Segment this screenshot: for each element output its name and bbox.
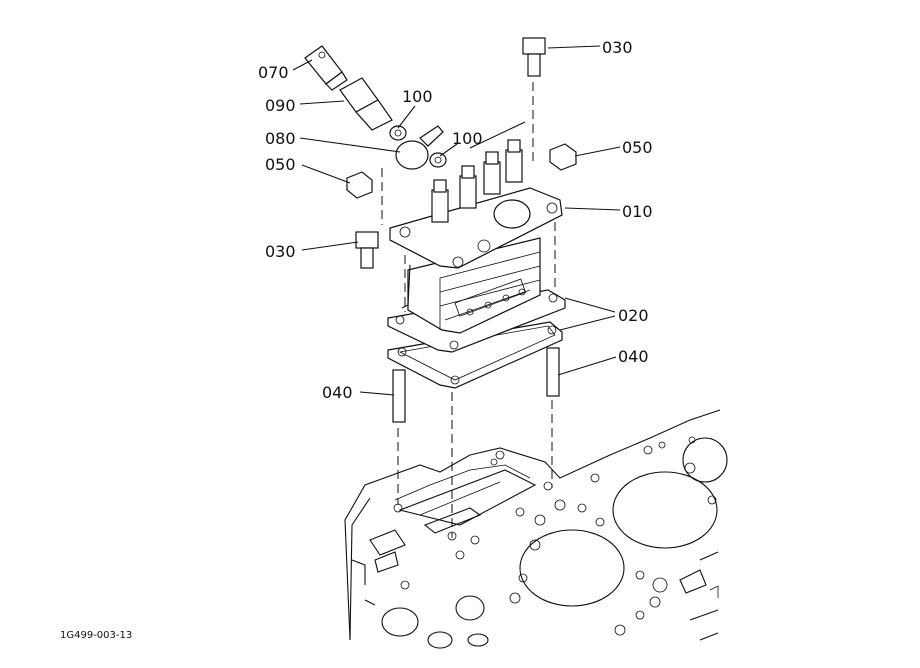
part-030-left bbox=[355, 231, 379, 269]
label-010: 010 bbox=[622, 202, 653, 221]
label-100-b: 100 bbox=[452, 129, 483, 148]
part-labels: 070 090 100 080 100 050 030 050 010 030 … bbox=[258, 38, 653, 402]
label-100-a: 100 bbox=[402, 87, 433, 106]
part-040-right bbox=[546, 347, 560, 397]
part-050-left bbox=[346, 171, 373, 199]
part-030-top bbox=[522, 37, 546, 77]
engine-block bbox=[344, 409, 728, 649]
part-100a bbox=[389, 125, 407, 141]
label-090: 090 bbox=[265, 96, 296, 115]
gasket-lower bbox=[387, 321, 563, 389]
label-040-right: 040 bbox=[618, 347, 649, 366]
part-100b bbox=[429, 152, 447, 168]
label-050-right: 050 bbox=[622, 138, 653, 157]
label-070: 070 bbox=[258, 63, 289, 82]
part-070 bbox=[304, 45, 348, 91]
part-080 bbox=[395, 125, 444, 170]
drawing-code: 1G499-003-13 bbox=[60, 630, 132, 641]
injection-pump bbox=[389, 139, 563, 334]
part-050-right bbox=[549, 143, 577, 171]
label-030-top: 030 bbox=[602, 38, 633, 57]
leader-lines bbox=[292, 45, 621, 396]
part-090 bbox=[339, 77, 393, 131]
label-050-left: 050 bbox=[265, 155, 296, 174]
delivery-valves bbox=[431, 139, 523, 223]
label-030-left: 030 bbox=[265, 242, 296, 261]
label-040-left: 040 bbox=[322, 383, 353, 402]
label-020: 020 bbox=[618, 306, 649, 325]
label-080: 080 bbox=[265, 129, 296, 148]
part-040-left bbox=[392, 369, 406, 423]
centerlines bbox=[381, 82, 556, 538]
